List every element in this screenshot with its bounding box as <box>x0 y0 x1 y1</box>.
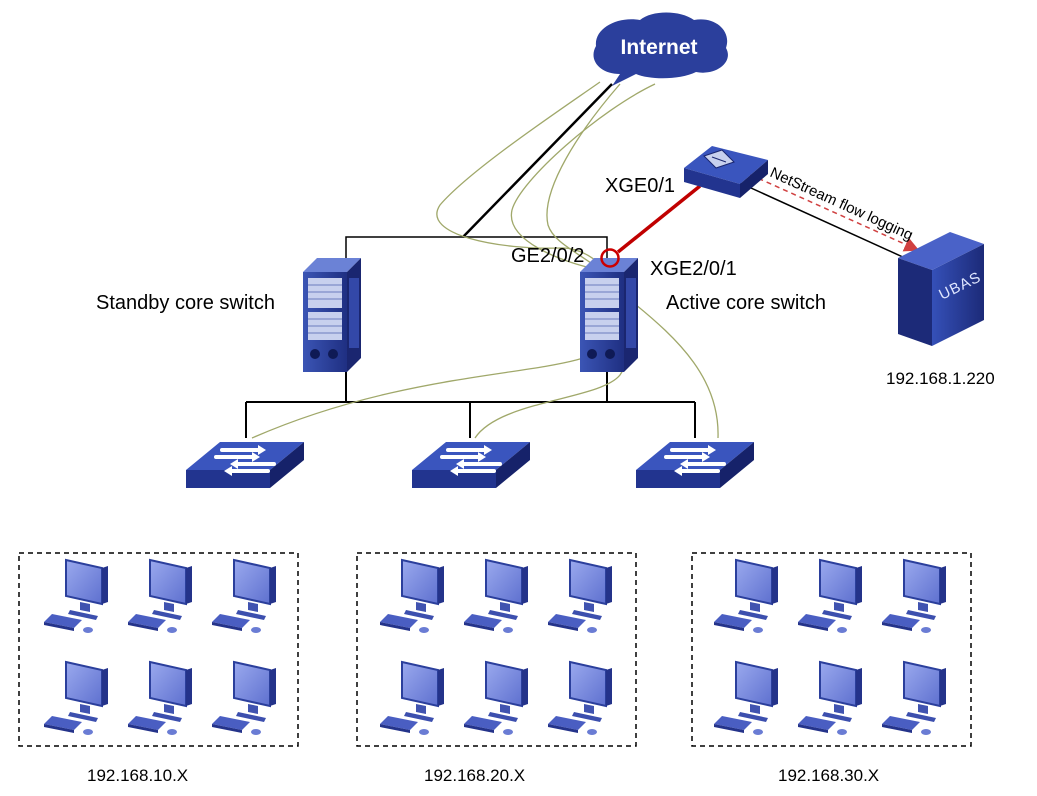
subnet-label-2: 192.168.20.X <box>424 766 525 785</box>
pc-group-3 <box>691 552 972 747</box>
pc-icon <box>211 661 277 736</box>
access-switch-1 <box>184 440 306 490</box>
xge-core-port-label: XGE2/0/1 <box>650 258 737 280</box>
internet-label: Internet <box>620 36 697 59</box>
pc-icon <box>547 661 613 736</box>
netstream-flow-label: NetStream flow logging <box>767 164 915 244</box>
pc-icon <box>547 559 613 634</box>
access-switch-2 <box>410 440 532 490</box>
pc-icon <box>127 559 193 634</box>
ge-port-marker-circle <box>600 248 620 268</box>
pc-icon <box>379 661 445 736</box>
access-switch-3 <box>634 440 756 490</box>
pc-icon <box>43 559 109 634</box>
pc-icon <box>127 661 193 736</box>
subnet-label-1: 192.168.10.X <box>87 766 188 785</box>
pc-icon <box>713 661 779 736</box>
pc-icon <box>881 661 947 736</box>
xge-probe-port-label: XGE0/1 <box>605 175 675 197</box>
internet-uplink <box>462 83 613 238</box>
pc-icon <box>881 559 947 634</box>
probe-red-link <box>616 184 702 254</box>
pc-group-2 <box>356 552 637 747</box>
pc-icon <box>379 559 445 634</box>
pc-icon <box>43 661 109 736</box>
pc-group-1 <box>18 552 299 747</box>
standby-core-switch <box>302 257 362 373</box>
pc-icon <box>713 559 779 634</box>
netstream-probe-device <box>684 146 768 198</box>
internet-cloud: Internet <box>593 12 728 86</box>
pc-icon <box>211 559 277 634</box>
pc-icon <box>463 661 529 736</box>
netstream-flow-arrow <box>741 170 920 252</box>
active-core-switch <box>579 257 639 373</box>
probe-to-server-link <box>739 182 906 259</box>
pc-icon <box>463 559 529 634</box>
standby-core-label: Standby core switch <box>96 292 275 314</box>
pc-icon <box>797 559 863 634</box>
subnet-label-3: 192.168.30.X <box>778 766 879 785</box>
server-ip-label: 192.168.1.220 <box>886 369 995 388</box>
pc-icon <box>797 661 863 736</box>
ge-port-label: GE2/0/2 <box>511 245 584 267</box>
ubas-server: UBAS <box>898 232 984 346</box>
active-core-label: Active core switch <box>666 292 826 314</box>
